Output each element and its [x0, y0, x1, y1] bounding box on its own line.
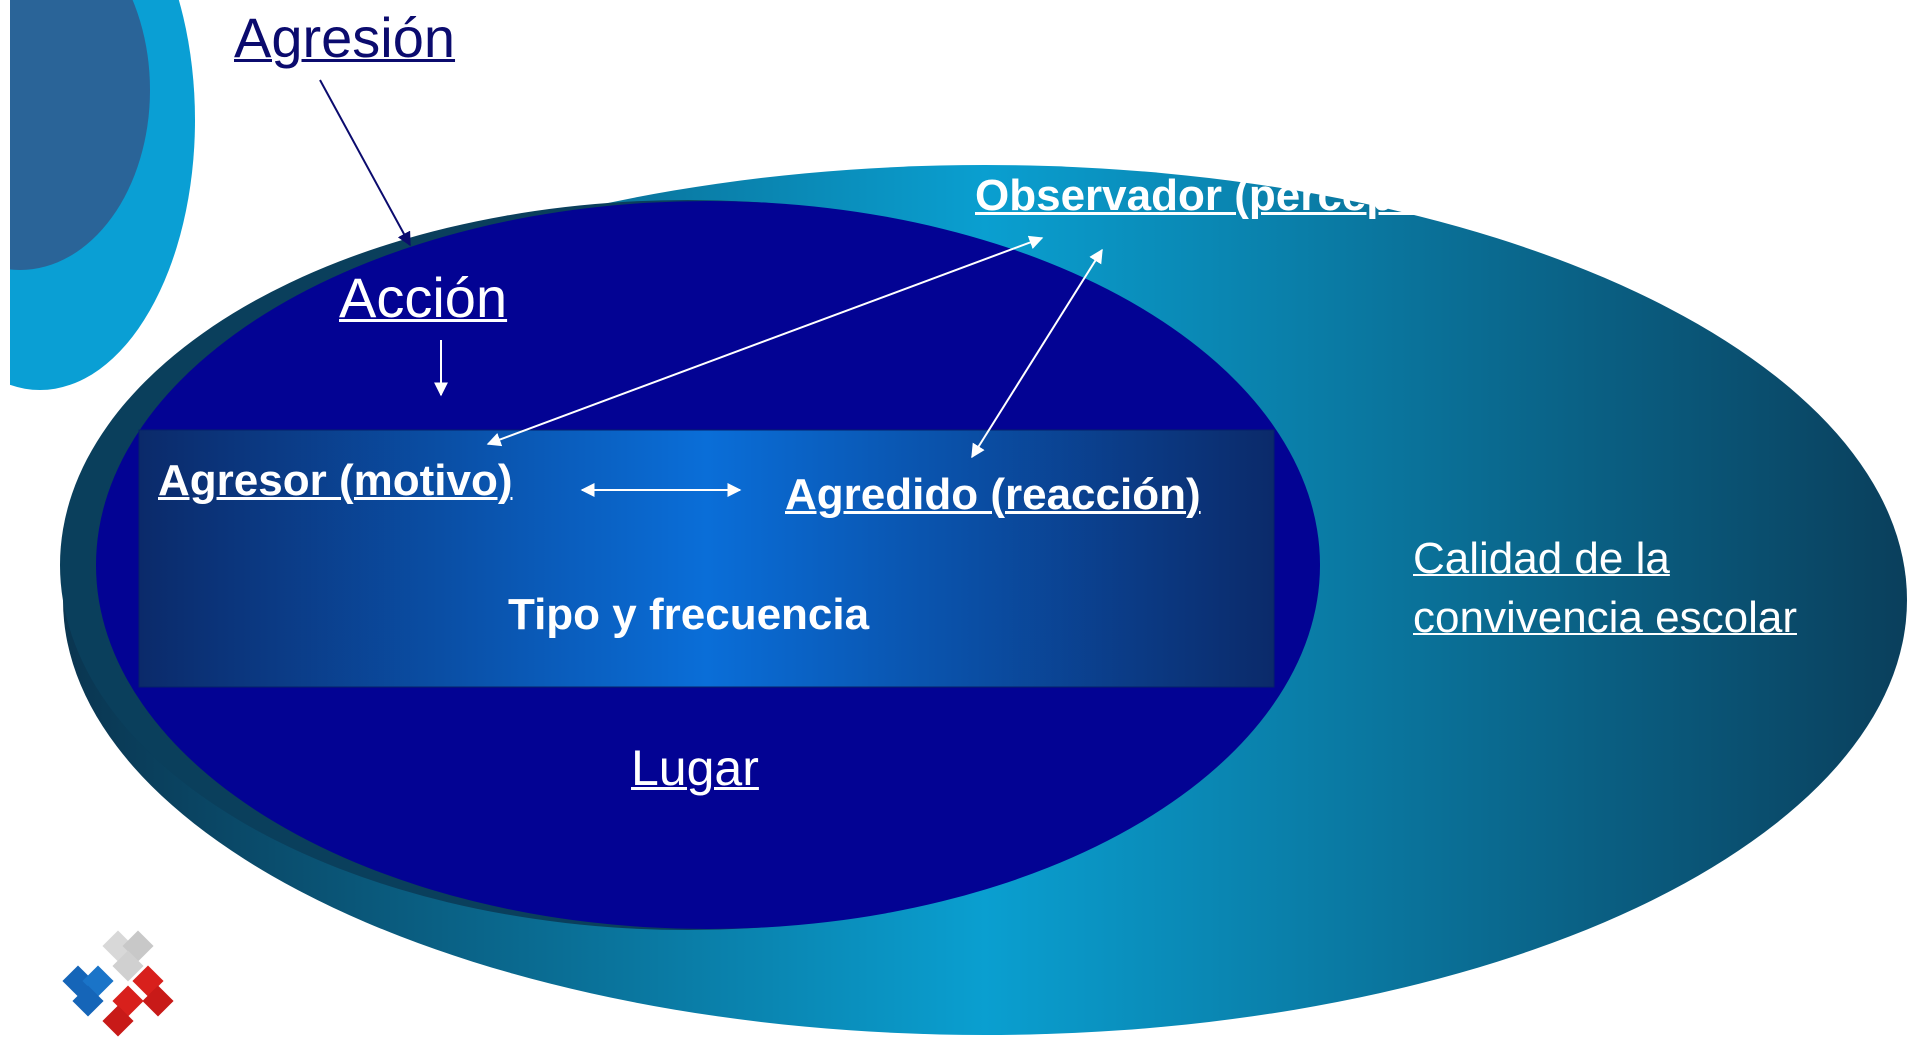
label-tipo-frecuencia: Tipo y frecuencia [508, 590, 870, 639]
central-rectangle [138, 429, 1275, 688]
logo-cubes-icon [62, 930, 174, 1037]
label-agresor: Agresor (motivo) [158, 456, 513, 505]
arrow-observador-agredido [971, 248, 1103, 459]
label-accion: Acción [339, 266, 508, 329]
label-lugar: Lugar [631, 740, 759, 796]
arrow-observador-agresor [486, 235, 1044, 447]
label-observador: Observador (percepción) [975, 171, 1499, 220]
label-agredido: Agredido (reacción) [785, 470, 1201, 519]
label-agresion: Agresión [234, 6, 456, 69]
arrow-agresion-accion [319, 79, 411, 247]
label-calidad-convivencia: Calidad de la convivencia escolar [1413, 534, 1797, 642]
corner-decoration [0, 0, 195, 390]
